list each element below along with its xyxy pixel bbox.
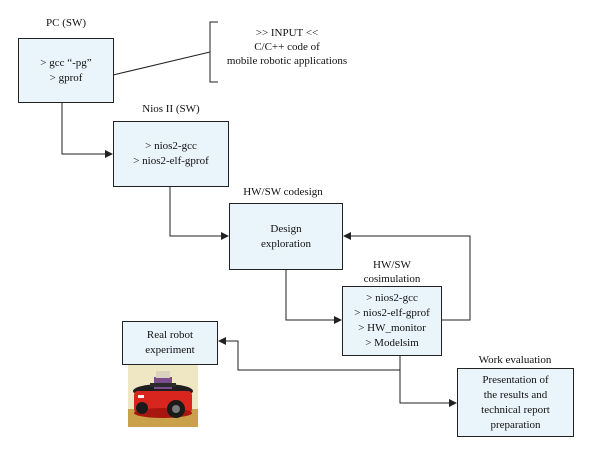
- pc-line: > gcc “-pg”: [40, 56, 92, 69]
- nios-box: > nios2-gcc > nios2-elf-gprof: [113, 121, 229, 187]
- input-to-pc-line: [112, 51, 211, 76]
- cosim-title: HW/SW cosimulation: [342, 258, 442, 286]
- input-line: C/C++ code of: [254, 41, 320, 53]
- input-line: mobile robotic applications: [226, 55, 348, 67]
- pc-box: > gcc “-pg” > gprof: [18, 38, 114, 103]
- evaluation-line: the results and: [483, 388, 548, 401]
- robot-line: experiment: [145, 344, 195, 356]
- design-line: exploration: [260, 237, 312, 250]
- cosim-line: > nios2-elf-gprof: [354, 307, 430, 319]
- evaluation-line: Presentation of: [482, 373, 549, 386]
- robot-experiment-box: Real robot experiment: [122, 321, 218, 365]
- robot-photo: [128, 365, 198, 427]
- pc-line: > gprof: [49, 71, 83, 84]
- cosim-to-evaluation-arrow: [399, 356, 457, 407]
- evaluation-line: technical report: [481, 403, 550, 416]
- cosim-line: > nios2-gcc: [366, 292, 418, 304]
- codesign-title: HW/SW codesign: [243, 186, 323, 198]
- input-bracket: [209, 21, 218, 83]
- nios-title: Nios II (SW): [142, 103, 200, 115]
- nios-line: > nios2-elf-gprof: [133, 155, 209, 167]
- cosim-line: > Modelsim: [365, 337, 419, 349]
- design-to-cosim-arrow: [285, 270, 342, 324]
- evaluation-box: Presentation of the results and technica…: [457, 368, 574, 437]
- pc-title: PC (SW): [45, 17, 87, 29]
- robot-line: Real robot: [146, 329, 194, 341]
- cosim-line: > HW_monitor: [358, 322, 426, 334]
- cosim-title-line: HW/SW: [373, 259, 411, 271]
- cosim-box: > nios2-gcc > nios2-elf-gprof > HW_monit…: [342, 286, 442, 356]
- input-note: >> INPUT << C/C++ code of mobile robotic…: [222, 26, 352, 68]
- evaluation-title: Work evaluation: [478, 354, 552, 366]
- input-title: >> INPUT <<: [255, 27, 319, 39]
- evaluation-line: preparation: [490, 418, 541, 431]
- cosim-feedback-arrow: [343, 232, 471, 321]
- to-robot-arrow: [218, 337, 400, 371]
- design-line: Design: [270, 222, 302, 235]
- design-exploration-box: Design exploration: [229, 203, 343, 270]
- cosim-title-line: cosimulation: [363, 273, 421, 285]
- pc-to-nios-arrow: [61, 103, 113, 158]
- nios-line: > nios2-gcc: [145, 140, 197, 152]
- nios-to-design-arrow: [169, 187, 229, 240]
